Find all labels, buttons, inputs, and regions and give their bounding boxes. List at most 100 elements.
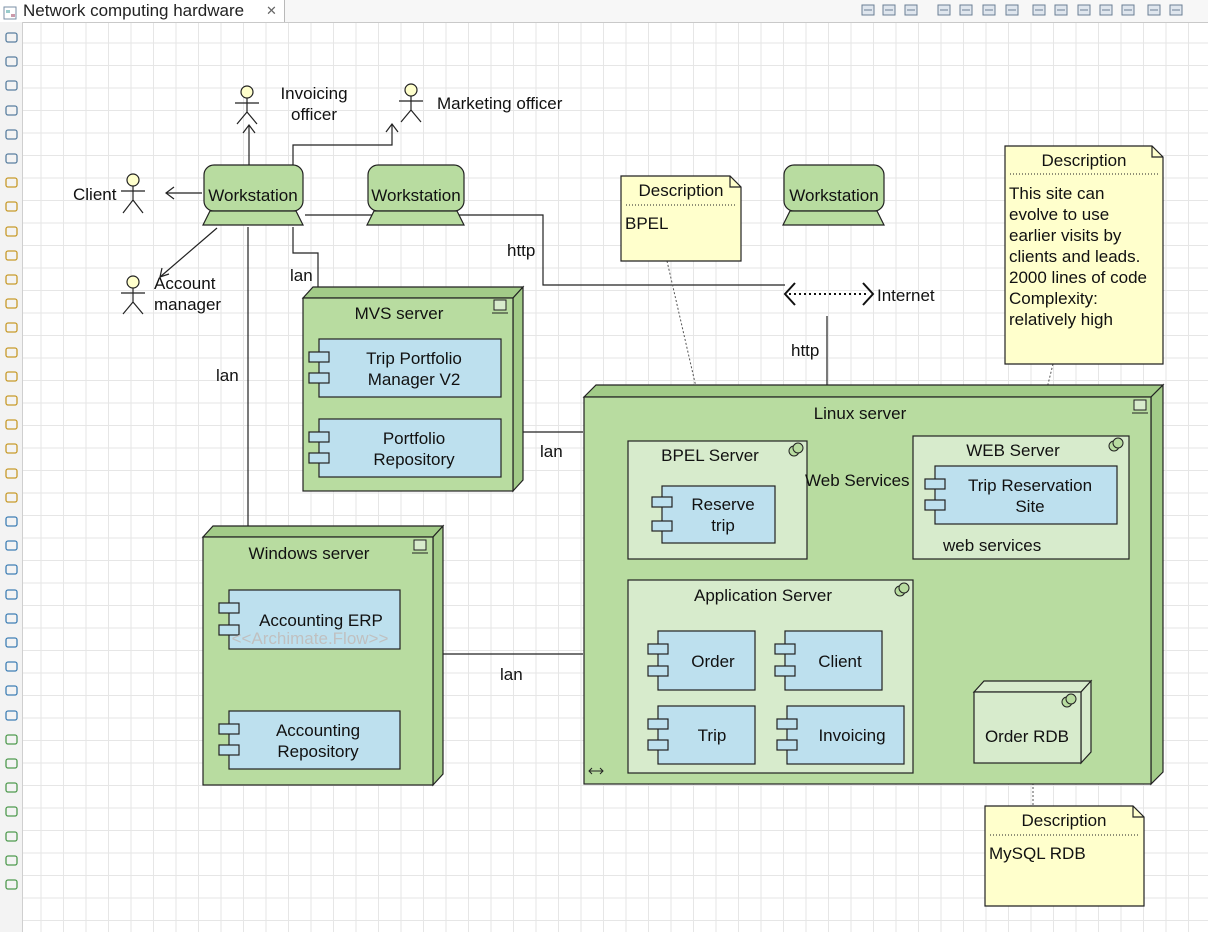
component-trip-portfolio[interactable] xyxy=(308,338,502,398)
product-icon[interactable] xyxy=(4,490,19,505)
zoom-fit-icon[interactable] xyxy=(881,2,897,18)
interaction-icon[interactable] xyxy=(4,345,19,360)
collaboration-icon[interactable] xyxy=(4,538,19,553)
actor-invoicing[interactable] xyxy=(235,85,259,125)
event-icon[interactable] xyxy=(4,659,19,674)
component-order[interactable] xyxy=(647,630,756,691)
note-fold xyxy=(1132,806,1144,818)
close-tab-icon[interactable]: ✕ xyxy=(266,3,277,18)
align-left-icon[interactable] xyxy=(1031,2,1047,18)
component-accounting-repo[interactable] xyxy=(218,710,401,770)
service-icon[interactable] xyxy=(4,393,19,408)
interface-icon[interactable] xyxy=(4,272,19,287)
representation-icon[interactable] xyxy=(4,466,19,481)
system-software-icon[interactable] xyxy=(4,780,19,795)
folder-icon[interactable] xyxy=(4,877,19,892)
function-icon[interactable] xyxy=(4,320,19,335)
note-fold xyxy=(729,176,741,188)
workstation-1[interactable] xyxy=(202,164,304,226)
screenshot-icon[interactable] xyxy=(981,2,997,18)
actor-client[interactable] xyxy=(121,173,145,214)
internet-node[interactable] xyxy=(783,282,875,306)
connection-ws-account[interactable] xyxy=(159,227,218,278)
object-icon[interactable] xyxy=(4,417,19,432)
component-trip[interactable] xyxy=(647,705,756,765)
note-bpel-title: Description xyxy=(638,181,723,200)
export-icon[interactable] xyxy=(1004,2,1020,18)
editor-tab[interactable]: Network computing hardware ✕ xyxy=(0,0,285,22)
component-tab xyxy=(924,499,946,511)
network-icon[interactable] xyxy=(4,804,19,819)
arrow-left-icon[interactable] xyxy=(4,30,19,45)
role-icon[interactable] xyxy=(4,224,19,239)
zoom-in-icon[interactable] xyxy=(860,2,876,18)
device-icon[interactable] xyxy=(4,756,19,771)
component-portfolio-repo[interactable] xyxy=(308,418,502,478)
collaboration-icon[interactable] xyxy=(4,248,19,263)
note-site[interactable] xyxy=(1004,145,1164,365)
select-icon[interactable] xyxy=(4,54,19,69)
node-icon[interactable] xyxy=(4,732,19,747)
component-client[interactable] xyxy=(774,630,883,691)
connection-ws-marketing[interactable] xyxy=(292,124,393,165)
actor-marketing[interactable] xyxy=(399,83,423,123)
actor-account[interactable] xyxy=(121,275,145,315)
resize-handle-icon[interactable] xyxy=(588,767,604,775)
node-side xyxy=(512,285,524,493)
node-side xyxy=(1080,679,1092,765)
folder-icon[interactable] xyxy=(4,127,19,142)
note-mysql[interactable] xyxy=(984,805,1145,907)
workstation-2[interactable] xyxy=(366,164,465,226)
more-icon[interactable] xyxy=(1168,2,1184,18)
path-icon[interactable] xyxy=(4,829,19,844)
interaction-icon[interactable] xyxy=(4,635,19,650)
group-icon[interactable] xyxy=(4,175,19,190)
order-rdb-node[interactable] xyxy=(972,679,1093,765)
function-icon[interactable] xyxy=(4,611,19,626)
process-icon[interactable] xyxy=(4,296,19,311)
align-top-icon[interactable] xyxy=(1098,2,1114,18)
event-icon[interactable] xyxy=(4,369,19,384)
print-icon[interactable] xyxy=(936,2,952,18)
save-icon[interactable] xyxy=(958,2,974,18)
interface-icon[interactable] xyxy=(4,562,19,577)
workstation-base xyxy=(782,210,885,226)
notes xyxy=(620,145,1164,907)
note-mysql-body: MySQL RDB xyxy=(989,844,1086,863)
workstation-3[interactable] xyxy=(782,164,885,226)
component-box xyxy=(657,630,756,691)
component-label: Order xyxy=(691,652,735,671)
actor-icon[interactable] xyxy=(4,199,19,214)
arrow-head xyxy=(165,186,175,200)
service-icon[interactable] xyxy=(4,683,19,698)
zoom-out-icon[interactable] xyxy=(903,2,919,18)
align-middle-icon[interactable] xyxy=(1120,2,1136,18)
component-accounting-erp[interactable] xyxy=(218,589,401,650)
folder-icon[interactable] xyxy=(4,853,19,868)
process-icon[interactable] xyxy=(4,587,19,602)
component-reserve-trip[interactable] xyxy=(651,485,776,544)
align-right-icon[interactable] xyxy=(1076,2,1092,18)
component-icon[interactable] xyxy=(4,514,19,529)
editor-tab-title: Network computing hardware xyxy=(23,1,245,20)
align-bottom-icon[interactable] xyxy=(1146,2,1162,18)
note-bpel[interactable] xyxy=(620,175,742,262)
component-box xyxy=(786,705,905,765)
contract-icon[interactable] xyxy=(4,441,19,456)
component-tab xyxy=(218,744,240,756)
arrow-head xyxy=(385,123,399,133)
marquee-icon[interactable] xyxy=(4,78,19,93)
component-trip-reservation-site[interactable] xyxy=(924,465,1118,525)
connector-icon[interactable] xyxy=(4,103,19,118)
component-tab xyxy=(308,372,330,384)
align-center-icon[interactable] xyxy=(1053,2,1069,18)
connection-ws-mvs[interactable] xyxy=(292,227,319,287)
arrow-head xyxy=(242,124,256,134)
data-object-icon[interactable] xyxy=(4,708,19,723)
location-icon[interactable] xyxy=(4,151,19,166)
component-invoicing[interactable] xyxy=(776,705,905,765)
